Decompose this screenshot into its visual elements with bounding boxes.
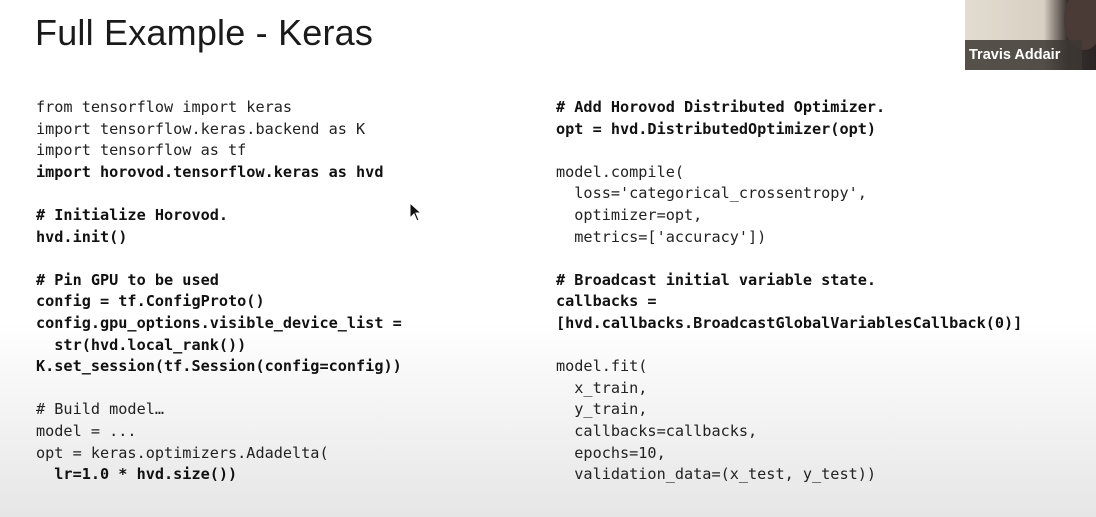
code-line: lr=1.0 * hvd.size()) [36,465,238,484]
code-line: x_train, [556,378,648,397]
code-line: y_train, [556,400,648,419]
participant-video[interactable]: Travis Addair [965,0,1096,70]
code-line: from tensorflow import keras [36,98,293,116]
code-line [36,248,402,270]
code-line: loss='categorical_crossentropy', [556,184,867,203]
code-line [556,248,1022,270]
code-line: config.gpu_options.visible_device_list = [36,313,402,332]
code-line: optimizer=opt, [556,205,703,224]
code-line: epochs=10, [556,443,666,462]
code-line: validation_data=(x_test, y_test)) [556,465,877,484]
code-line: # Initialize Horovod. [36,205,229,224]
code-line: model = ... [36,421,137,440]
code-line: opt = keras.optimizers.Adadelta( [36,443,329,462]
code-line: # Build model… [36,400,165,419]
code-line: str(hvd.local_rank()) [36,335,247,354]
code-line [556,335,1022,357]
code-line: model.fit( [556,357,648,376]
code-line: K.set_session(tf.Session(config=config)) [36,357,402,376]
code-line [36,183,402,205]
arrow-cursor-icon [409,201,423,227]
code-line: # Add Horovod Distributed Optimizer. [556,98,886,116]
code-line: # Broadcast initial variable state. [556,270,877,289]
code-line: import horovod.tensorflow.keras as hvd [36,162,384,181]
code-line: callbacks=callbacks, [556,421,758,440]
slide-title: Full Example - Keras [35,12,374,53]
code-line [36,378,402,400]
code-line: import tensorflow as tf [36,141,247,160]
code-line: # Pin GPU to be used [36,270,219,289]
code-line: model.compile( [556,162,685,181]
participant-name: Travis Addair [965,40,1082,70]
code-line: [hvd.callbacks.BroadcastGlobalVariablesC… [556,313,1023,332]
code-line: metrics=['accuracy']) [556,227,767,246]
code-line: config = tf.ConfigProto() [36,292,265,311]
code-line [556,140,1022,162]
code-line: import tensorflow.keras.backend as K [36,119,366,138]
code-line: opt = hvd.DistributedOptimizer(opt) [556,119,877,138]
code-line: callbacks = [556,292,657,311]
code-block-left: from tensorflow import keras import tenso… [36,97,402,486]
code-block-right: # Add Horovod Distributed Optimizer. opt … [556,97,1022,486]
code-line: hvd.init() [36,227,128,246]
